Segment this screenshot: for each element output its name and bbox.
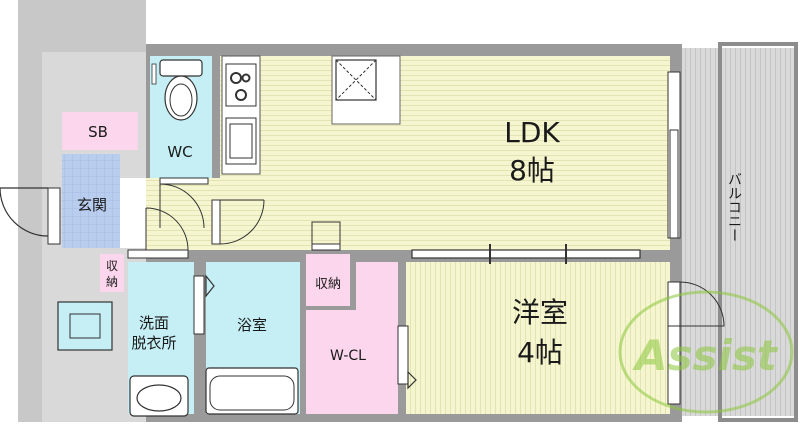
hall-door bbox=[211, 199, 221, 245]
wcl-upper bbox=[356, 262, 398, 310]
wcl-name: W-CL bbox=[330, 348, 366, 364]
towel-bar bbox=[151, 63, 157, 85]
storage-mid-name: 収納 bbox=[315, 277, 341, 292]
washroom-door bbox=[127, 249, 189, 259]
western-window-lower bbox=[667, 325, 681, 405]
wc-door bbox=[159, 177, 209, 185]
ldk-window-sash bbox=[669, 129, 679, 239]
entrance-step bbox=[120, 178, 146, 248]
storage-left-line1: 収 bbox=[106, 259, 118, 273]
balcony-rail bbox=[718, 42, 798, 422]
balcony-area bbox=[682, 48, 794, 416]
storage-mid-floor bbox=[306, 254, 350, 306]
balcony-name: バルコニー bbox=[726, 172, 742, 242]
bath-door-marker bbox=[205, 274, 215, 298]
wcl-door bbox=[397, 325, 409, 385]
washing-machine-drain bbox=[69, 313, 101, 339]
storage-left-line2: 納 bbox=[106, 275, 118, 289]
watermark-text: Assist bbox=[632, 331, 779, 380]
watermark-logo: Assist bbox=[618, 290, 794, 414]
sink-basin bbox=[229, 123, 253, 159]
entrance-name: 玄関 bbox=[77, 196, 107, 214]
hallway bbox=[146, 178, 220, 250]
ldk-floor bbox=[220, 56, 670, 250]
vent-cross bbox=[335, 59, 377, 101]
washroom-line1: 洗面 bbox=[139, 314, 169, 332]
western-room-size: 4帖 bbox=[517, 336, 563, 369]
ldk-name: LDK bbox=[504, 116, 560, 149]
sliding-partition bbox=[411, 249, 641, 259]
entrance-door-frame bbox=[47, 187, 61, 245]
vent-box bbox=[335, 59, 377, 101]
sb-floor bbox=[62, 112, 138, 150]
washing-machine bbox=[57, 301, 113, 351]
toilet-tank bbox=[159, 59, 203, 77]
bath-door bbox=[193, 275, 205, 335]
storage-left-floor bbox=[100, 254, 124, 292]
burner-icon bbox=[241, 73, 251, 83]
entrance-inner-door-swing bbox=[145, 207, 189, 251]
wc-name: WC bbox=[167, 143, 192, 161]
watermark-circle bbox=[618, 290, 794, 414]
ldk-size: 8帖 bbox=[509, 154, 555, 187]
washbasin-bowl bbox=[136, 384, 182, 412]
burner-icon bbox=[235, 89, 247, 101]
entrance-floor bbox=[62, 154, 120, 248]
western-room-name: 洋室 bbox=[512, 296, 568, 329]
bathroom-name: 浴室 bbox=[237, 316, 267, 334]
western-door-swing bbox=[679, 281, 725, 327]
storage-mid-door-leaf bbox=[311, 243, 341, 251]
western-window bbox=[667, 281, 681, 327]
wc-door-swing bbox=[159, 183, 205, 229]
vent-cross bbox=[335, 59, 377, 101]
toilet-seat bbox=[169, 83, 193, 117]
wcl-floor bbox=[306, 310, 398, 414]
washroom-line2: 脱衣所 bbox=[131, 334, 176, 352]
bathtub-inner bbox=[209, 375, 295, 411]
western-room-floor bbox=[406, 262, 670, 414]
sb-name: SB bbox=[88, 123, 108, 141]
hall-door-swing bbox=[219, 199, 265, 245]
entrance-door-swing bbox=[0, 187, 49, 237]
burner-icon bbox=[230, 72, 242, 84]
wcl-door-marker bbox=[407, 370, 417, 390]
